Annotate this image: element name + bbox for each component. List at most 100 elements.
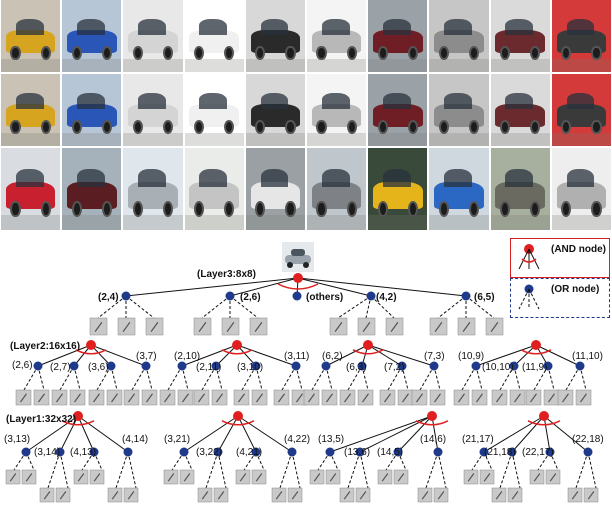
- feature-patch: [453, 389, 470, 406]
- feature-patch: [303, 389, 320, 406]
- feature-patch: [379, 389, 396, 406]
- car-image-silver-sedan: [184, 148, 244, 230]
- feature-patch: [73, 469, 89, 485]
- and-arc: [277, 283, 319, 290]
- root-layer-label: (Layer3:8x8): [197, 269, 256, 280]
- feature-patch: [197, 487, 213, 503]
- feature-patch: [463, 469, 479, 485]
- layer2-node-label: (2,10): [174, 351, 200, 362]
- tree-edge: [237, 415, 293, 453]
- or-node: [69, 361, 79, 371]
- tree-edge: [25, 415, 79, 453]
- or-node: [179, 447, 189, 457]
- legend-and-label: (AND node): [551, 244, 606, 255]
- car-image-yellow-suv: [1, 74, 61, 146]
- tree-edge: [433, 365, 441, 391]
- feature-patch: [583, 487, 599, 503]
- layer2-node-label: (10,9): [458, 351, 484, 362]
- feature-patch: [107, 487, 123, 503]
- tree-edge: [329, 451, 339, 471]
- feature-patch: [429, 389, 446, 406]
- tree-edge: [81, 451, 95, 471]
- tree-edge: [181, 365, 189, 391]
- layer2-node-label: (2,11): [196, 362, 221, 373]
- tree-edge: [317, 451, 331, 471]
- tree-edge: [483, 415, 545, 453]
- and-or-tree-diagram: (Layer3:8x8) (Layer2:16x16) (Layer1:32x3…: [4, 242, 604, 503]
- and-arc: [75, 349, 107, 355]
- tree-edge: [437, 295, 467, 319]
- feature-patch: [529, 469, 545, 485]
- tree-edge: [297, 277, 467, 297]
- layer1-node-label: (13,5): [318, 434, 344, 445]
- layer1-node-label: (3,14): [34, 447, 60, 458]
- tree-edge: [127, 451, 137, 489]
- or-node: [583, 447, 593, 457]
- layer2-title: (Layer2:16x16): [10, 341, 80, 352]
- or-node: [507, 447, 517, 457]
- feature-patch: [179, 469, 195, 485]
- layer1-node-label: (3,22): [196, 447, 222, 458]
- feature-patch: [339, 389, 356, 406]
- tree-edge: [77, 415, 95, 453]
- or-node: [123, 447, 133, 457]
- tree-edge: [471, 451, 485, 471]
- layer2-node-label: (2,6): [12, 360, 33, 371]
- car-image-gray-sedan: [429, 74, 489, 146]
- tree-edge: [431, 415, 439, 453]
- tree-edge: [385, 451, 399, 471]
- feature-patch: [491, 487, 507, 503]
- tree-edge: [59, 451, 69, 489]
- car-image-white-sedan: [184, 0, 244, 72]
- tree-edge: [325, 344, 369, 367]
- or-node: [433, 447, 443, 457]
- layer1-node-label: (4,22): [284, 434, 310, 445]
- tree-edge: [325, 365, 333, 391]
- feature-patch: [471, 389, 488, 406]
- feature-patch: [106, 389, 123, 406]
- car-image-white-sedan: [184, 74, 244, 146]
- feature-patch: [55, 487, 71, 503]
- tree-edge: [361, 365, 369, 391]
- feature-patch: [329, 317, 348, 336]
- or-node: [251, 447, 261, 457]
- layer2-node-label: (3,10): [237, 362, 263, 373]
- or-node: [509, 361, 519, 371]
- layer2-node-label: (3,6): [88, 362, 109, 373]
- tree-edge: [587, 451, 597, 489]
- or-node: [225, 291, 235, 301]
- car-image-gray-suv: [307, 148, 367, 230]
- car-image-blue-hatchback: [429, 148, 489, 230]
- layer1-node-label: (4,21): [236, 447, 262, 458]
- feature-patch: [251, 389, 268, 406]
- feature-patch: [491, 389, 508, 406]
- tree-edge: [425, 451, 439, 489]
- layer2-node-label: (2,7): [50, 362, 71, 373]
- tree-edge: [229, 295, 259, 319]
- car-image-black-sedan: [245, 0, 305, 72]
- tree-edge: [97, 295, 127, 319]
- feature-patch: [557, 389, 574, 406]
- feature-patch: [271, 487, 287, 503]
- car-image-white-sedan: [245, 148, 305, 230]
- legend-or-label: (OR node): [551, 284, 600, 295]
- feature-patch: [141, 389, 158, 406]
- or-node: [177, 361, 187, 371]
- and-node: [531, 340, 541, 350]
- or-node: [397, 361, 407, 371]
- tree-edge: [543, 415, 551, 453]
- feature-patch: [543, 389, 560, 406]
- root-car-thumbnail: [282, 242, 314, 272]
- tree-edge: [255, 365, 263, 391]
- feature-patch: [457, 317, 476, 336]
- feature-patch: [211, 389, 228, 406]
- car-image-gray-suv: [490, 148, 550, 230]
- and-arc: [61, 420, 95, 426]
- tree-edge: [547, 365, 555, 391]
- feature-patch: [5, 469, 21, 485]
- tree-edge: [475, 344, 537, 367]
- car-image-dark-sedan: [551, 0, 611, 72]
- layer1-node-label: (13,6): [344, 447, 370, 458]
- and-node: [86, 340, 96, 350]
- feature-patch: [249, 317, 268, 336]
